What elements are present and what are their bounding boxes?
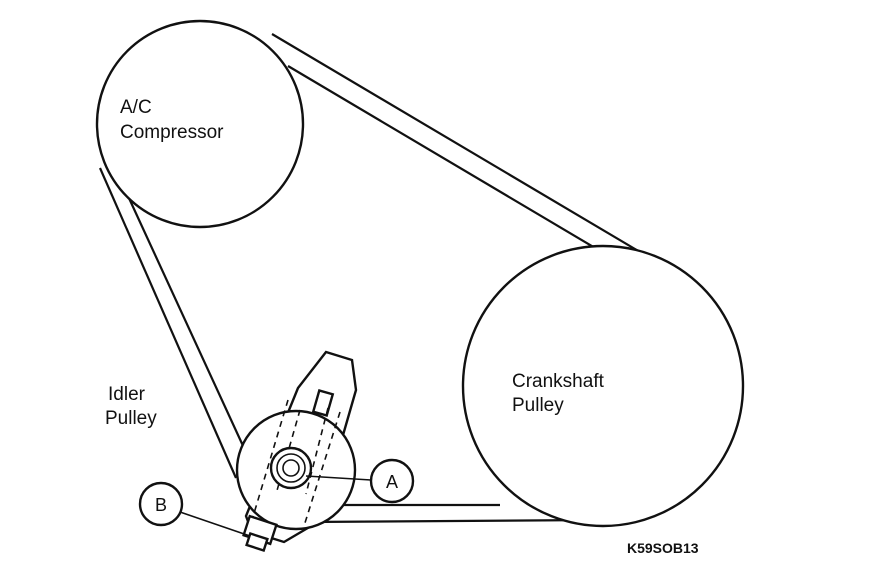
svg-text:A: A bbox=[386, 472, 398, 492]
hidden-bracket-lines bbox=[251, 399, 341, 527]
drive-belt bbox=[98, 33, 641, 524]
crankshaft-label-line2: Pulley bbox=[512, 395, 564, 416]
crankshaft-pulley bbox=[461, 244, 745, 528]
idler-label-line1: Idler bbox=[108, 384, 146, 405]
ac-compressor-pulley bbox=[95, 19, 305, 229]
adjusting-bolt bbox=[242, 514, 278, 552]
idler-label-line2: Pulley bbox=[105, 408, 157, 429]
callout-a: A bbox=[305, 458, 415, 504]
svg-text:B: B bbox=[155, 495, 167, 515]
idler-center-bolt bbox=[269, 446, 313, 490]
figure-code: K59SOB13 bbox=[627, 540, 699, 556]
crankshaft-label-line1: Crankshaft bbox=[512, 371, 605, 392]
ac-compressor-label-line1: A/C bbox=[120, 97, 152, 118]
ac-compressor-label-line2: Compressor bbox=[120, 122, 224, 143]
callout-b: B bbox=[138, 481, 251, 537]
